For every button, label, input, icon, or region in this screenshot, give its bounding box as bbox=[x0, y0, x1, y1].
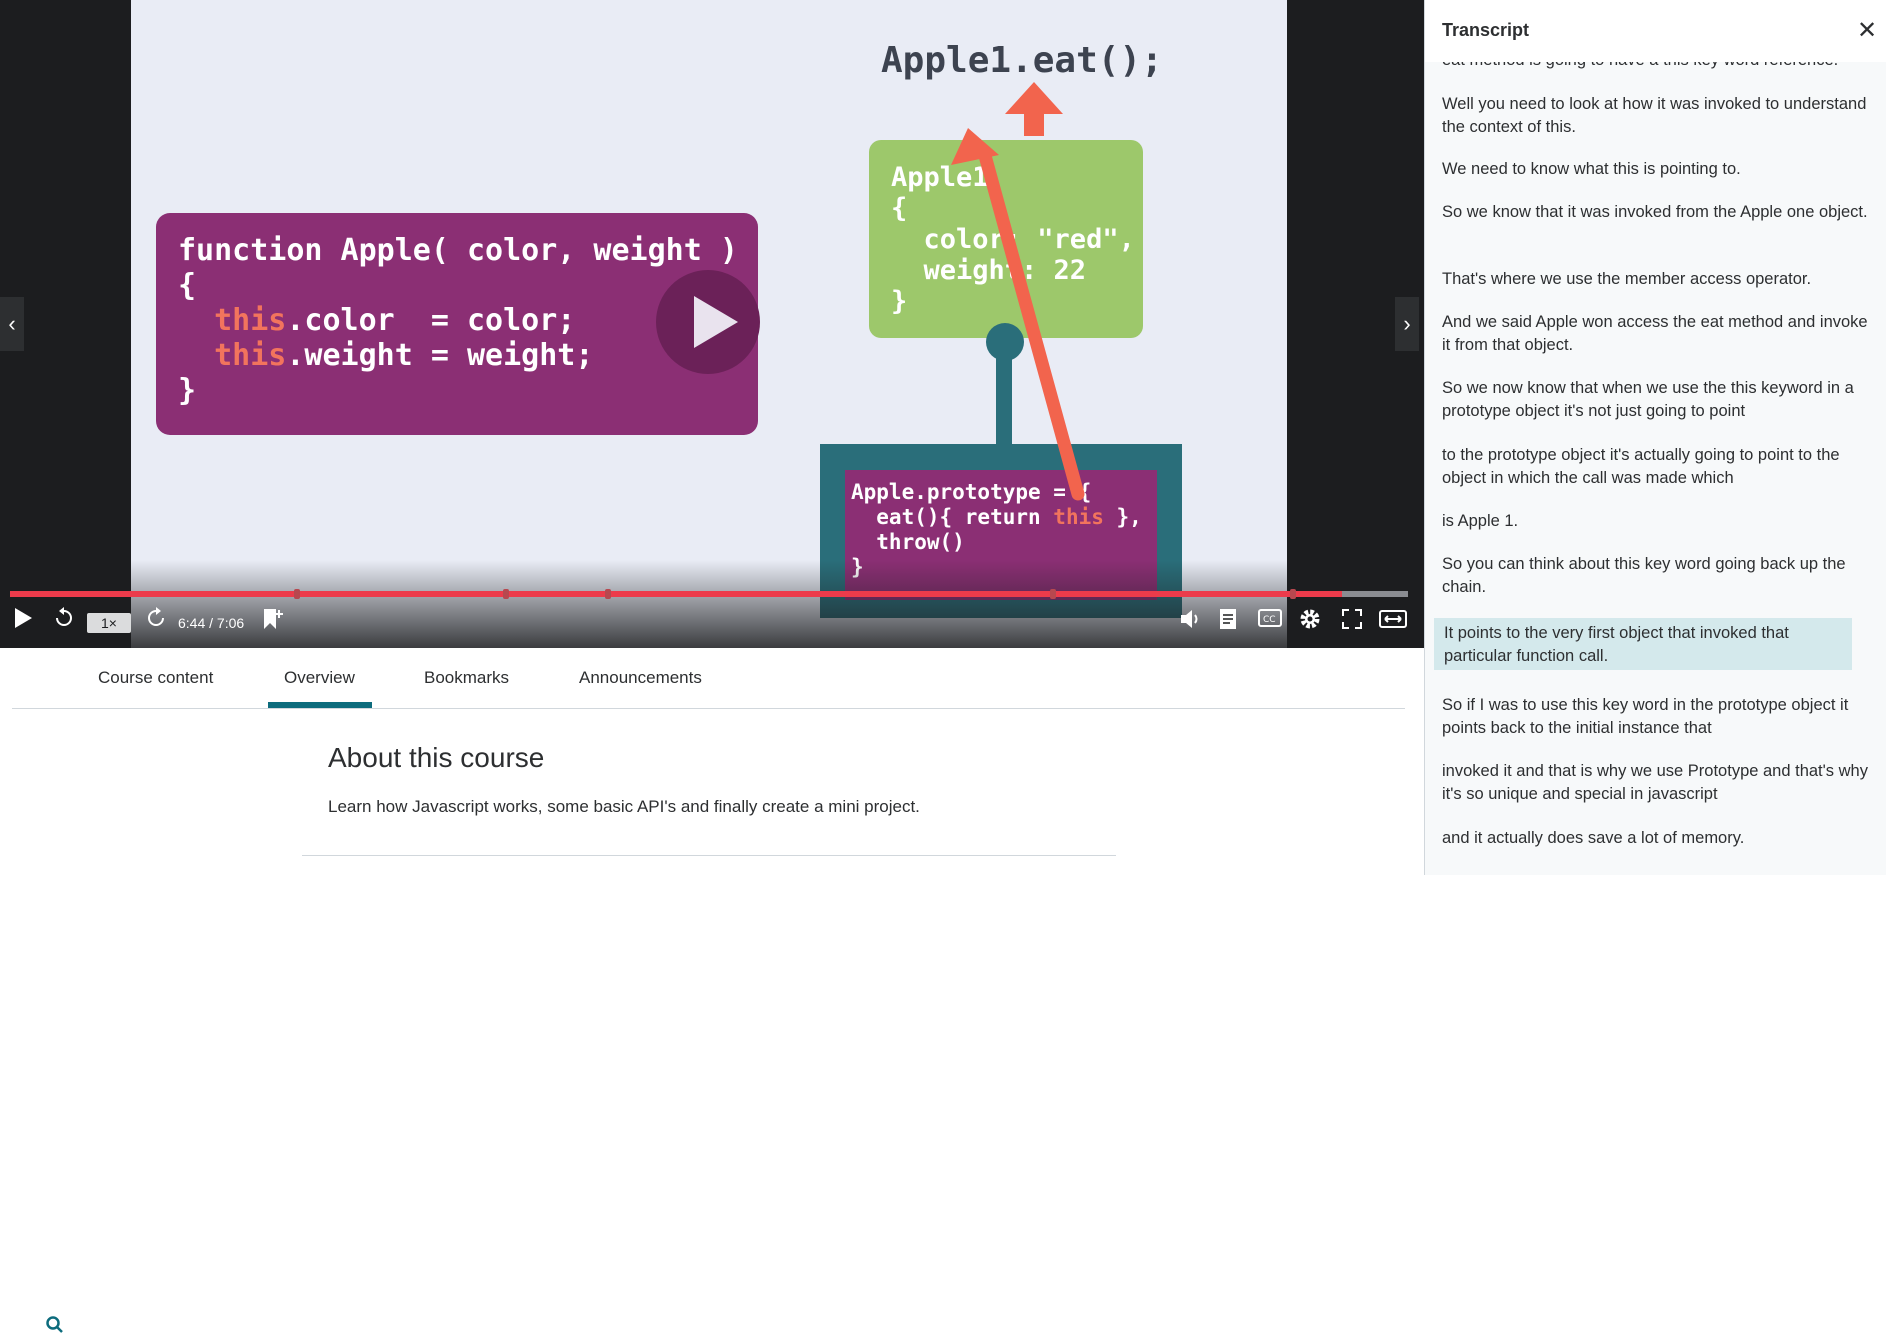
forward-button[interactable] bbox=[145, 607, 167, 637]
captions-icon: CC bbox=[1258, 609, 1282, 627]
transcript-line-active[interactable]: It points to the very first object that … bbox=[1434, 618, 1852, 670]
progress-fill bbox=[10, 591, 1343, 597]
transcript-button[interactable] bbox=[1218, 607, 1238, 637]
slide-arrows bbox=[951, 82, 1085, 501]
expand-icon bbox=[1379, 610, 1407, 628]
rewind-icon bbox=[56, 607, 72, 626]
about-title: About this course bbox=[328, 742, 545, 773]
transcript-header: Transcript ✕ bbox=[1425, 0, 1886, 62]
theater-mode-button[interactable] bbox=[1379, 607, 1407, 637]
chevron-right-icon: › bbox=[1403, 311, 1411, 336]
play-icon bbox=[15, 608, 32, 628]
bookmark-plus-icon bbox=[264, 609, 283, 629]
tab-bookmarks[interactable]: Bookmarks bbox=[424, 668, 510, 687]
transcript-line[interactable]: So we now know that when we use the this… bbox=[1442, 379, 1854, 420]
tab-announcements[interactable]: Announcements bbox=[579, 668, 702, 687]
search-icon bbox=[46, 1316, 63, 1333]
transcript-line[interactable]: So you can think about this key word goi… bbox=[1442, 555, 1846, 596]
close-transcript-button[interactable]: ✕ bbox=[1857, 16, 1877, 45]
video-slide: Apple1.eat(); function Apple( color, wei… bbox=[131, 0, 1287, 648]
about-description: Learn how Javascript works, some basic A… bbox=[328, 797, 920, 816]
chevron-left-icon: ‹ bbox=[8, 311, 16, 336]
slide-call-text: Apple1.eat(); bbox=[881, 40, 1163, 81]
transcript-line[interactable]: and it actually does save a lot of memor… bbox=[1442, 829, 1745, 847]
close-icon: ✕ bbox=[1857, 17, 1878, 44]
volume-button[interactable] bbox=[1178, 607, 1202, 637]
play-button[interactable] bbox=[12, 607, 34, 637]
transcript-line[interactable]: That's where we use the member access op… bbox=[1442, 270, 1812, 288]
volume-icon bbox=[1181, 610, 1198, 628]
transcript-icon bbox=[1220, 609, 1236, 629]
fullscreen-button[interactable] bbox=[1340, 607, 1364, 637]
forward-icon bbox=[148, 607, 164, 626]
play-overlay-button[interactable] bbox=[656, 270, 760, 374]
rewind-button[interactable] bbox=[53, 607, 75, 637]
progress-bar[interactable] bbox=[10, 589, 1408, 599]
captions-button[interactable]: CC bbox=[1258, 607, 1282, 637]
transcript-line[interactable]: Well you need to look at how it was invo… bbox=[1442, 95, 1867, 136]
search-button[interactable] bbox=[46, 1316, 64, 1339]
course-tabs: Course content Overview Bookmarks Announ… bbox=[12, 648, 1405, 1333]
chapter-marker[interactable] bbox=[294, 589, 300, 599]
diagonal-arrow-line bbox=[977, 145, 1085, 501]
transcript-line[interactable]: And we said Apple won access the eat met… bbox=[1442, 313, 1868, 354]
speed-button[interactable]: 1× bbox=[87, 613, 131, 633]
chapter-marker[interactable] bbox=[503, 589, 509, 599]
video-player[interactable]: Apple1.eat(); function Apple( color, wei… bbox=[0, 0, 1424, 648]
transcript-title: Transcript bbox=[1442, 20, 1530, 40]
chapter-marker[interactable] bbox=[1050, 589, 1056, 599]
controls-bar bbox=[0, 560, 1424, 648]
add-bookmark-button[interactable] bbox=[260, 607, 284, 637]
chapter-marker[interactable] bbox=[605, 589, 611, 599]
transcript-line[interactable]: is Apple 1. bbox=[1442, 512, 1519, 530]
transcript-line[interactable]: to the prototype object it's actually go… bbox=[1442, 446, 1840, 487]
transcript-line[interactable]: invoked it and that is why we use Protot… bbox=[1442, 762, 1868, 803]
link-stem bbox=[996, 345, 1012, 450]
fullscreen-icon bbox=[1342, 609, 1362, 629]
transcript-line[interactable]: We need to know what this is pointing to… bbox=[1442, 160, 1741, 178]
svg-text:CC: CC bbox=[1263, 615, 1276, 625]
transcript-line[interactable]: So we know that it was invoked from the … bbox=[1442, 203, 1868, 221]
up-arrow-shape bbox=[1005, 82, 1063, 136]
tab-course-content[interactable]: Course content bbox=[98, 668, 214, 687]
gear-icon bbox=[1300, 609, 1320, 629]
time-display: 6:44 / 7:06 bbox=[178, 615, 245, 631]
next-lecture-button[interactable]: › bbox=[1395, 297, 1419, 351]
prototype-code: Apple.prototype = { eat(){ return this }… bbox=[851, 480, 1142, 579]
diagonal-arrow-head bbox=[951, 128, 999, 165]
transcript-line[interactable]: So if I was to use this key word in the … bbox=[1442, 696, 1849, 737]
chapter-marker[interactable] bbox=[1290, 589, 1296, 599]
tab-overview[interactable]: Overview bbox=[284, 668, 355, 687]
divider bbox=[302, 855, 1116, 856]
active-tab-indicator bbox=[268, 702, 372, 708]
settings-button[interactable] bbox=[1298, 607, 1322, 637]
prev-lecture-button[interactable]: ‹ bbox=[0, 297, 24, 351]
transcript-panel: Transcript ✕ eat method is going to have… bbox=[1424, 0, 1886, 875]
constructor-code: function Apple( color, weight ) { this.c… bbox=[178, 233, 738, 408]
